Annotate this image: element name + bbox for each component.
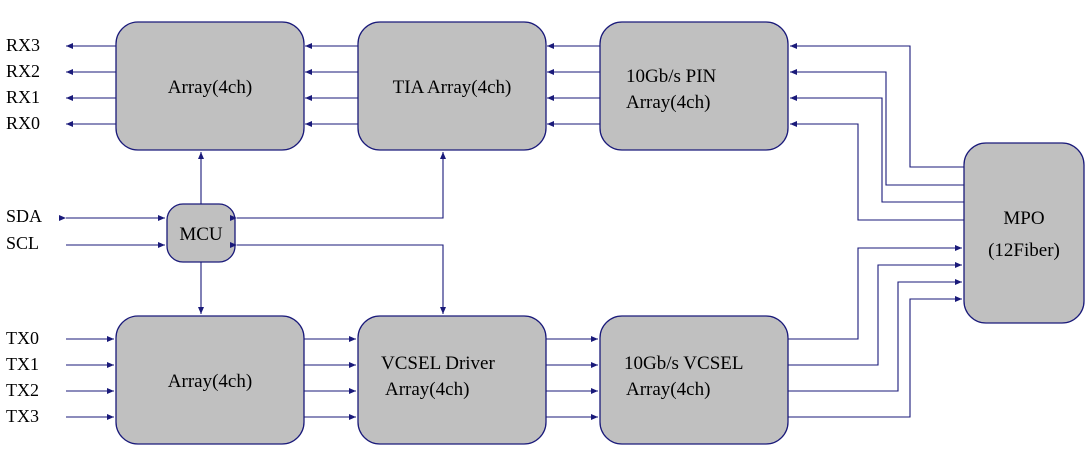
vcsel-driver-block bbox=[357, 315, 547, 445]
rx-array-block bbox=[115, 21, 305, 151]
mpo-to-pin-lines bbox=[790, 43, 964, 221]
mpo-label-line1: MPO bbox=[1003, 208, 1044, 229]
pin-label-sda: SDA bbox=[6, 206, 42, 226]
mcu-label: MCU bbox=[179, 224, 223, 245]
vcsel-to-mpo-lines bbox=[788, 245, 962, 418]
tx-array-block bbox=[115, 315, 305, 445]
rx-array-label: Array(4ch) bbox=[168, 77, 252, 98]
pin-label-rx1: RX1 bbox=[6, 87, 40, 107]
vcsel-array-label-line1: 10Gb/s VCSEL bbox=[624, 353, 743, 374]
pin-label-tx1: TX1 bbox=[6, 354, 39, 374]
vcsel-driver-label-line2: Array(4ch) bbox=[385, 379, 469, 400]
pin-label-rx0: RX0 bbox=[6, 113, 40, 133]
tia-array-label: TIA Array(4ch) bbox=[393, 77, 512, 98]
mpo-block bbox=[963, 142, 1085, 324]
tia-array-block bbox=[357, 21, 547, 151]
mpo-label-line2: (12Fiber) bbox=[988, 240, 1060, 261]
tx-to-driver-lines bbox=[304, 336, 356, 420]
driver-to-vcsel-lines bbox=[546, 336, 598, 420]
pin-label-tx0: TX0 bbox=[6, 328, 39, 348]
vcsel-array-label-line2: Array(4ch) bbox=[626, 379, 710, 400]
vcsel-array-block bbox=[599, 315, 789, 445]
management-bus-lines bbox=[59, 152, 446, 314]
rx-output-lines bbox=[66, 43, 116, 127]
pin-array-label-line1: 10Gb/s PIN bbox=[626, 66, 717, 87]
pin-to-tia-lines bbox=[547, 43, 600, 127]
pin-label-scl: SCL bbox=[6, 233, 39, 253]
pin-array-block bbox=[599, 21, 789, 151]
pin-label-tx2: TX2 bbox=[6, 380, 39, 400]
tx-array-label: Array(4ch) bbox=[168, 371, 252, 392]
tx-input-lines bbox=[66, 336, 114, 420]
pin-array-label-line2: Array(4ch) bbox=[626, 92, 710, 113]
tia-to-rx-lines bbox=[305, 43, 358, 127]
pin-label-rx2: RX2 bbox=[6, 61, 40, 81]
pin-label-tx3: TX3 bbox=[6, 406, 39, 426]
vcsel-driver-label-line1: VCSEL Driver bbox=[381, 353, 495, 374]
pin-label-rx3: RX3 bbox=[6, 35, 40, 55]
